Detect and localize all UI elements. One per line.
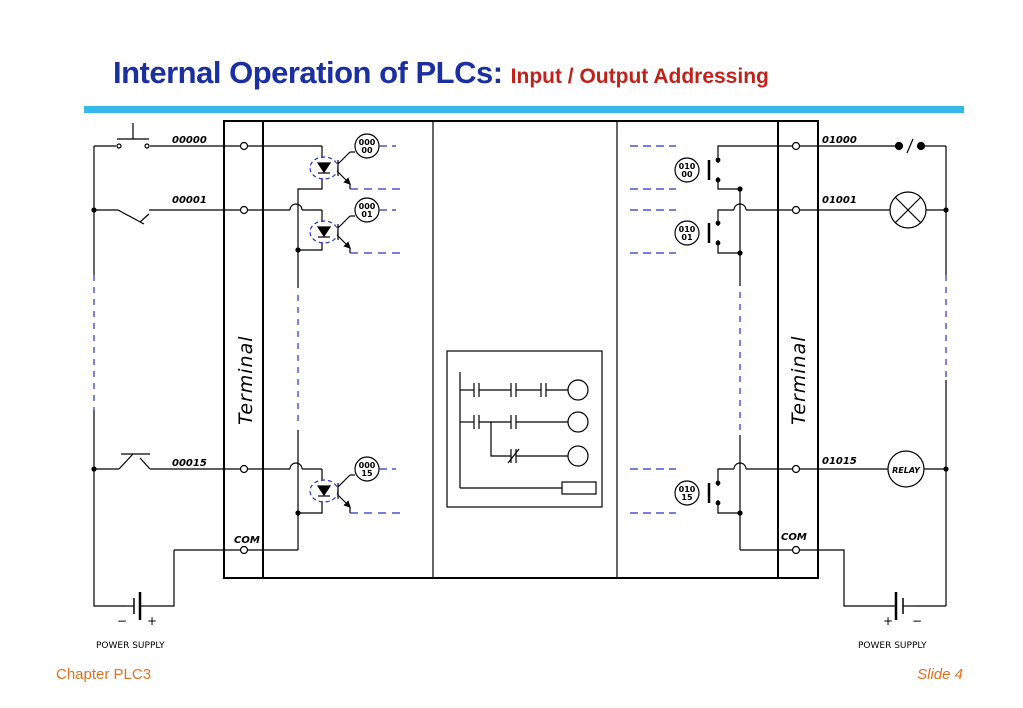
ladder-program-icon bbox=[446, 350, 603, 508]
output-coil-01000-top: 010 bbox=[679, 162, 696, 171]
output-coil-01015 bbox=[674, 479, 721, 507]
footer-chapter: Chapter PLC3 bbox=[56, 666, 152, 683]
relay-label: RELAY bbox=[892, 466, 921, 475]
input-coil-00015-top: 000 bbox=[359, 461, 376, 470]
pushbutton-switch-icon bbox=[94, 123, 244, 149]
output-address-01001: 01001 bbox=[822, 195, 857, 206]
output-coil-01001-top: 010 bbox=[679, 225, 696, 234]
battery-icon-right bbox=[870, 592, 915, 620]
input-coil-00000 bbox=[354, 133, 396, 159]
output-coil-01015-top: 010 bbox=[679, 485, 696, 494]
footer-slide-number: Slide 4 bbox=[917, 666, 963, 683]
input-address-00015: 00015 bbox=[172, 458, 207, 469]
optocoupler-icon-00001 bbox=[309, 215, 400, 254]
limit-switch-icon bbox=[94, 209, 244, 225]
terminal-label-left: Terminal bbox=[235, 335, 257, 425]
input-address-00001: 00001 bbox=[172, 195, 207, 206]
input-address-00000: 00000 bbox=[172, 135, 207, 146]
input-coil-00001 bbox=[354, 197, 396, 223]
input-coil-00000-bottom: 00 bbox=[361, 146, 373, 155]
slide-title: Internal Operation of PLCs: Input / Outp… bbox=[113, 55, 769, 91]
power-supply-label-left: POWER SUPPLY bbox=[96, 641, 165, 651]
lamp-icon bbox=[889, 191, 927, 229]
output-coil-01000-bottom: 00 bbox=[681, 170, 693, 179]
input-coil-00015 bbox=[354, 456, 396, 482]
title-main: Internal Operation of PLCs: bbox=[113, 55, 503, 90]
optocoupler-icon-00000 bbox=[309, 151, 400, 190]
input-supply-wire bbox=[93, 146, 126, 607]
output-coil-01001 bbox=[674, 219, 721, 247]
input-coil-00001-top: 000 bbox=[359, 202, 376, 211]
input-coil-00015-bottom: 15 bbox=[361, 469, 373, 478]
title-subtitle: Input / Output Addressing bbox=[510, 65, 769, 88]
ps-right-minus: − bbox=[912, 614, 922, 628]
com-label-right: COM bbox=[781, 532, 807, 543]
ps-left-minus: − bbox=[117, 614, 127, 628]
com-label-left: COM bbox=[234, 535, 260, 546]
optocoupler-icon-00015 bbox=[309, 474, 400, 514]
plc-body bbox=[223, 120, 819, 579]
motor-starter-icon bbox=[894, 138, 932, 154]
ps-right-plus: + bbox=[883, 614, 893, 628]
relay-icon bbox=[887, 450, 925, 488]
output-coil-01000 bbox=[674, 156, 721, 184]
ps-left-plus: + bbox=[147, 614, 157, 628]
output-coil-01001-bottom: 01 bbox=[681, 233, 693, 242]
normally-open-switch-icon bbox=[94, 453, 244, 470]
input-coil-00000-top: 000 bbox=[359, 138, 376, 147]
power-supply-label-right: POWER SUPPLY bbox=[858, 641, 927, 651]
battery-icon-left bbox=[126, 592, 150, 620]
terminal-label-right: Terminal bbox=[788, 335, 810, 425]
input-coil-00001-bottom: 01 bbox=[361, 210, 373, 219]
output-address-01015: 01015 bbox=[822, 456, 857, 467]
output-address-01000: 01000 bbox=[822, 135, 857, 146]
output-coil-01015-bottom: 15 bbox=[681, 493, 693, 502]
title-rule bbox=[84, 106, 964, 113]
